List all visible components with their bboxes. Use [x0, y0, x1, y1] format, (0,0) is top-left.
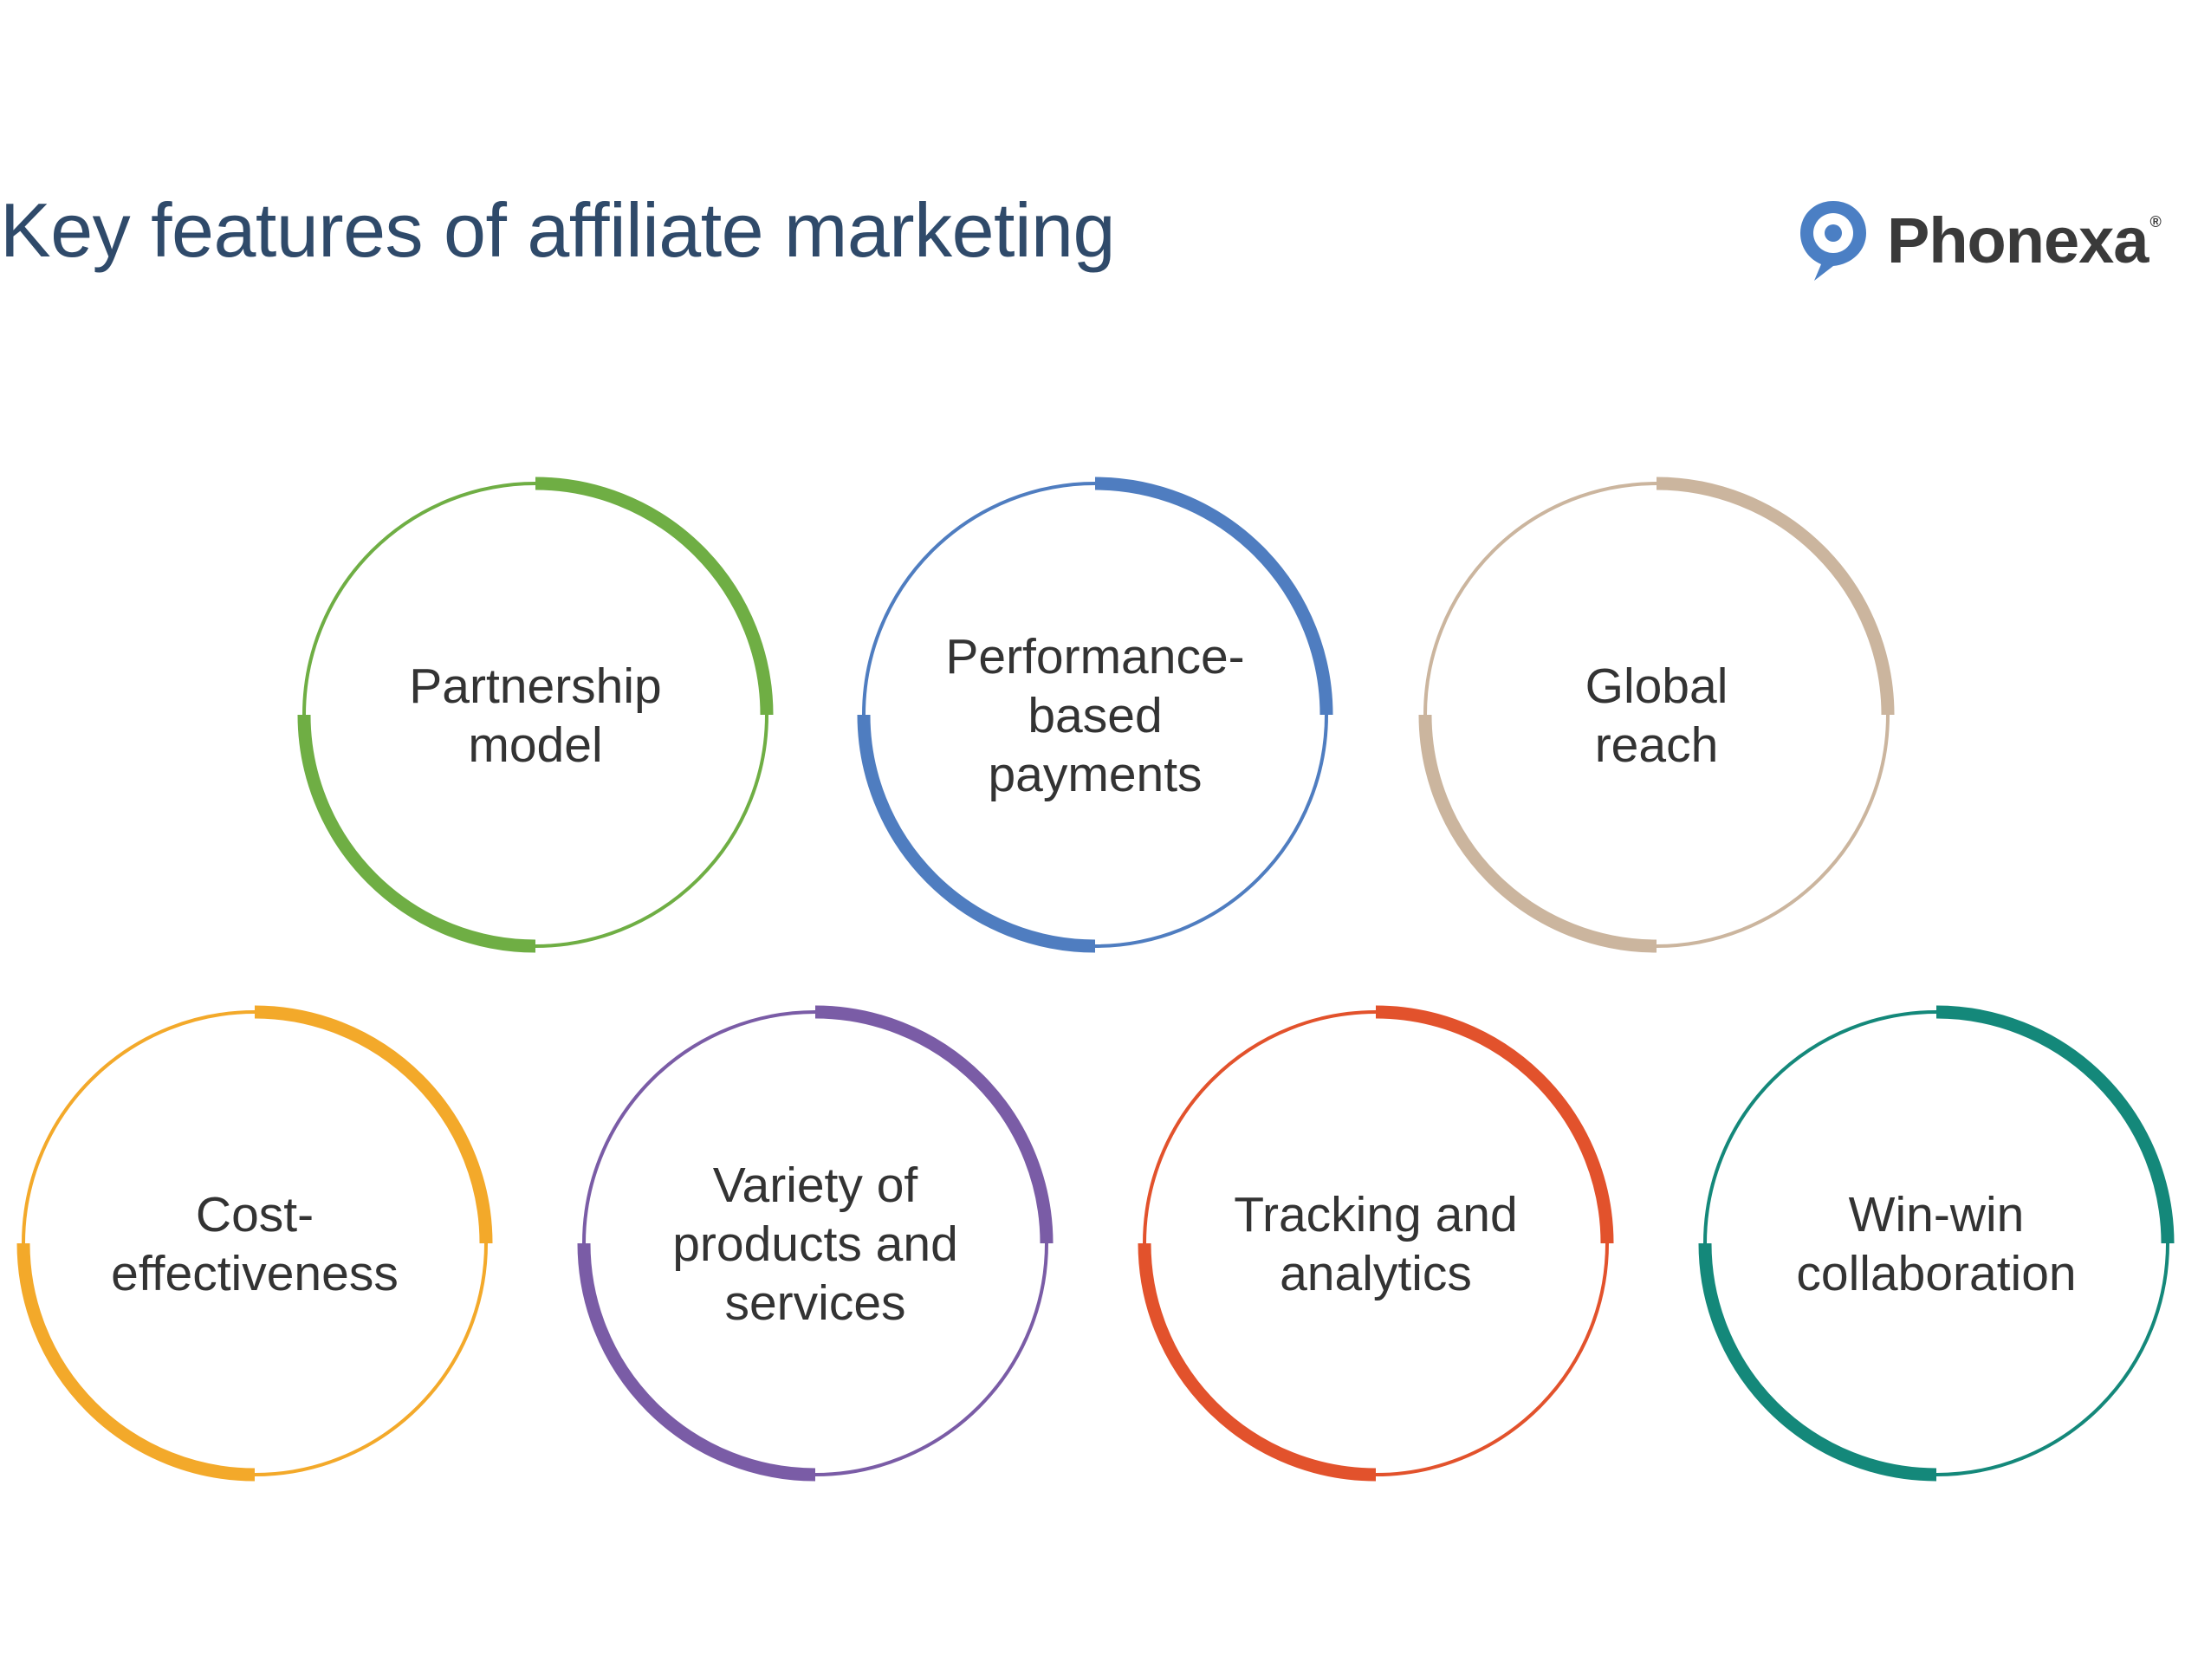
feature-label-line: model [468, 717, 602, 773]
feature-ring-accent-bottom-left [297, 714, 536, 953]
feature-label-line: based [1028, 688, 1162, 743]
feature-ring-accent-top-right [1935, 1005, 2175, 1244]
feature-label-line: payments [988, 747, 1202, 802]
feature-ring-accent-top-right [1656, 477, 1895, 716]
feature-label-line: Cost- [196, 1187, 314, 1242]
feature-ring-accent-bottom-left [857, 714, 1096, 953]
feature-label-line: products and [672, 1216, 958, 1272]
feature-ring-accent-bottom-left [1698, 1242, 1937, 1482]
feature-label-line: collaboration [1796, 1246, 2076, 1301]
feature-ring-accent-bottom-left [577, 1242, 816, 1482]
feature-label-line: Partnership [409, 658, 662, 714]
feature-ring-accent-top-right [254, 1005, 493, 1244]
feature-ring-accent-bottom-left [16, 1242, 256, 1482]
feature-label-line: effectiveness [111, 1246, 399, 1301]
brand-logo: Phonexa ® [1795, 198, 2162, 284]
feature-ring-accent-bottom-left [1138, 1242, 1377, 1482]
registered-mark: ® [2149, 213, 2162, 230]
feature-label-line: Performance- [945, 629, 1244, 684]
feature-label-line: Win-win [1849, 1187, 2025, 1242]
feature-ring-accent-top-right [814, 1005, 1054, 1244]
feature-ring-accent-top-right [535, 477, 774, 716]
feature-ring-accent-bottom-left [1418, 714, 1657, 953]
feature-label-line: reach [1595, 717, 1719, 773]
brand-name: Phonexa [1887, 204, 2149, 276]
feature-label-line: Variety of [713, 1158, 918, 1213]
page-title: Key features of affiliate marketing [0, 187, 1115, 273]
feature-ring-accent-top-right [1375, 1005, 1614, 1244]
feature-ring-accent-top-right [1094, 477, 1333, 716]
feature-cost-effectiveness: Cost-effectiveness [16, 1005, 493, 1482]
feature-label-line: Tracking and [1234, 1187, 1517, 1242]
feature-label-line: Global [1585, 658, 1728, 714]
feature-label-line: analytics [1280, 1246, 1472, 1301]
chat-pin-icon [1800, 201, 1866, 281]
feature-label-line: services [724, 1275, 905, 1331]
